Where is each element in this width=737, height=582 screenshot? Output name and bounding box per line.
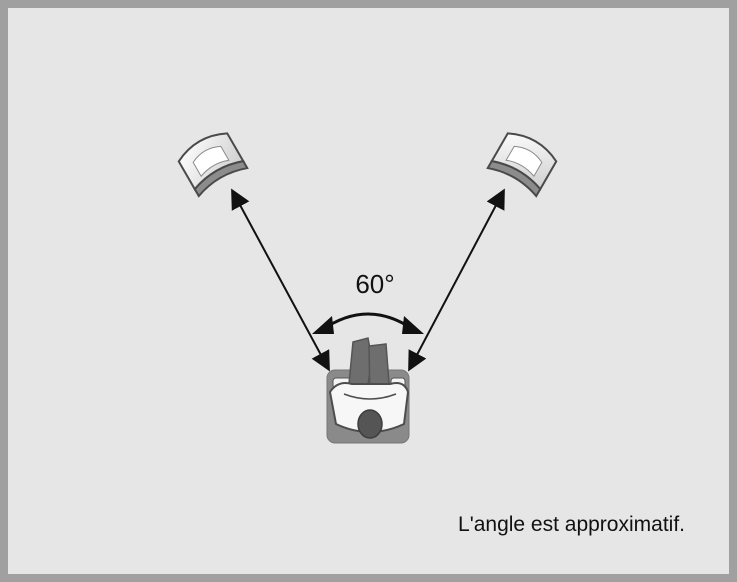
- right-distance-arrow: [408, 188, 505, 372]
- angle-label: 60°: [355, 269, 395, 299]
- approximate-angle-note: L'angle est approximatif.: [458, 513, 685, 536]
- left-speaker-icon: [177, 132, 249, 198]
- left-distance-arrow: [231, 188, 330, 372]
- listener-icon: [326, 337, 410, 444]
- angle-arc-left-head: [312, 316, 334, 334]
- angle-arc: [321, 312, 415, 332]
- right-speaker-icon: [486, 132, 558, 198]
- angle-arc-right-head: [402, 316, 424, 334]
